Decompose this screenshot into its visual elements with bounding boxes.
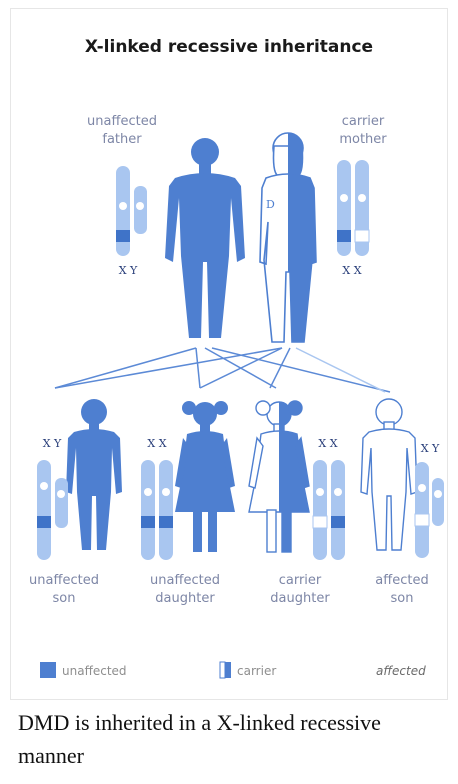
father-chromosomes [116,166,147,256]
legend-carrier-swatch-left [220,662,225,678]
child1-label-line2: son [53,591,76,606]
child2-label-line1: unaffected [150,573,220,588]
child4-chromosome-label: X Y [421,442,440,455]
child3-label-line1: carrier [279,573,322,588]
child1-chromosomes [37,460,68,560]
legend-carrier-swatch-right [225,662,231,678]
inheritance-lines [55,348,390,392]
father-chromosome-label: X Y [119,264,138,277]
father-figure [165,138,245,338]
child2-chromosomes [141,460,173,560]
child1-label-line1: unaffected [29,573,99,588]
legend: unaffected carrier affected [40,662,426,678]
child3-chromosome-label: X X [318,437,337,450]
legend-unaffected-swatch [40,662,56,678]
child-unaffected-daughter-figure [175,401,235,552]
father-label-line1: unaffected [87,114,157,129]
child3-label-line2: daughter [270,591,330,606]
child-affected-son-figure [361,399,417,550]
father-label-line2: father [102,132,142,147]
child4-label-line2: son [391,591,414,606]
legend-affected-label: affected [376,664,426,678]
svg-text:D: D [266,198,275,211]
child-unaffected-son-figure [66,399,122,550]
child3-chromosomes [313,460,345,560]
diagram-title: X-linked recessive inheritance [85,37,373,57]
legend-carrier-label: carrier [237,664,276,678]
mother-chromosomes [337,160,369,256]
inheritance-diagram: X-linked recessive inheritance unaffecte… [0,0,458,700]
child2-chromosome-label: X X [147,437,166,450]
legend-unaffected-label: unaffected [62,664,127,678]
mother-label-line2: mother [339,132,387,147]
child1-chromosome-label: X Y [43,437,62,450]
mother-chromosome-label: X X [342,264,361,277]
mother-figure: D [260,133,316,342]
mother-label-line1: carrier [342,114,385,129]
child-carrier-daughter-figure [249,401,309,552]
child2-label-line2: daughter [155,591,215,606]
child4-label-line1: affected [375,573,428,588]
figure-caption: DMD is inherited in a X-linked recessive… [18,706,448,772]
child4-chromosomes [415,462,444,558]
